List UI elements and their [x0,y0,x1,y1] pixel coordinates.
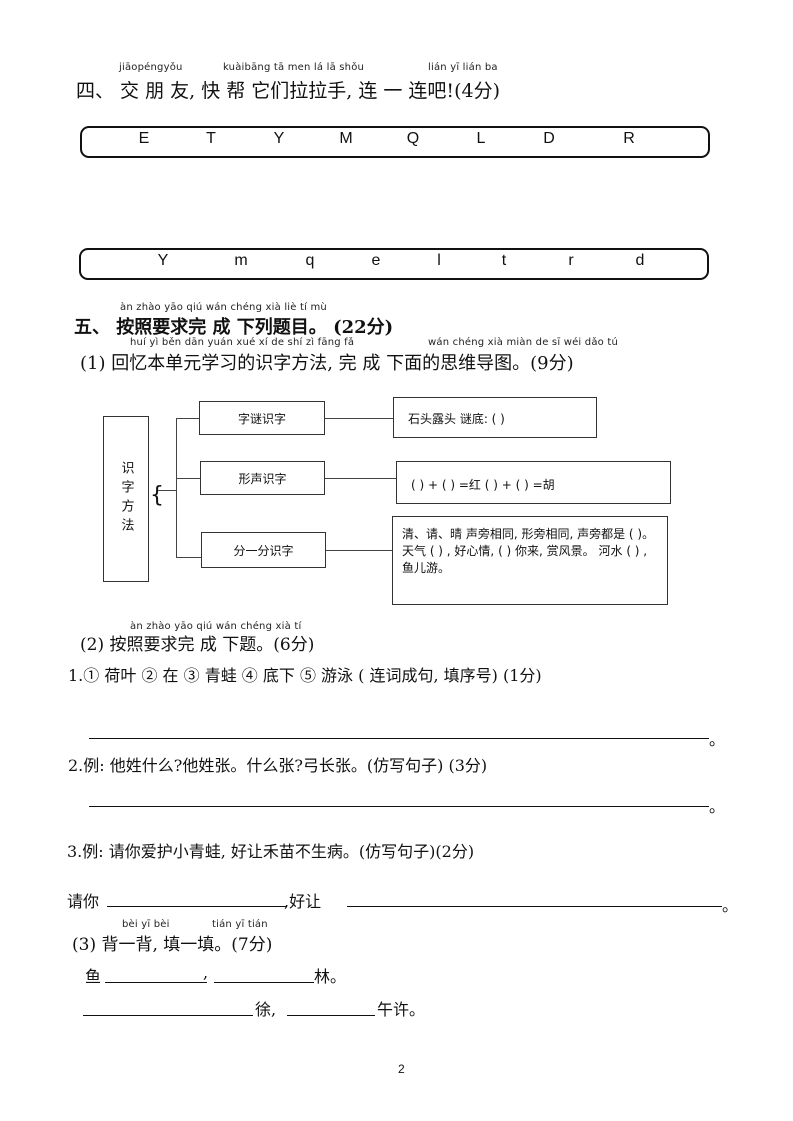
pinyin-line: àn zhào yāo qiú wán chéng xià liè tí mù [120,302,327,313]
connector [325,418,393,419]
pinyin-line: wán chéng xià miàn de sī wéi dǎo tú [428,337,619,348]
answer-line[interactable] [89,738,709,739]
fill-label: 请你 [67,892,100,911]
letter[interactable]: E [138,130,150,147]
letter[interactable]: e [371,252,381,269]
letter[interactable]: D [543,130,555,147]
letter[interactable]: Y [157,252,169,269]
answer-line[interactable] [89,806,709,807]
question-3: 3.例: 请你爱护小青蛙, 好让禾苗不生病。(仿写句子)(2分) [67,842,475,861]
section5-title: 五、 按照要求完 成 下列题目。 (22分) [74,317,394,338]
fill-label: 鱼 [85,967,102,986]
pinyin-line: àn zhào yāo qiú wán chéng xià tí [130,621,302,632]
letter[interactable]: q [305,252,315,269]
part3-title: (3) 背一背, 填一填。(7分) [72,935,273,955]
answer-box[interactable]: 石头露头 谜底: ( ) [393,397,597,438]
letter[interactable]: l [437,252,441,269]
pinyin-line: huí yì běn dān yuán xué xí de shí zì fān… [130,337,355,348]
page-number: 2 [398,1062,405,1076]
letter[interactable]: d [635,252,645,269]
question-2: 2.例: 他姓什么?他姓张。什么张?弓长张。(仿写句子) (3分) [68,756,488,775]
letter[interactable]: m [234,252,248,269]
pinyin-line: kuàibāng tā men lá lā shǒu [223,62,365,73]
period: 。 [709,797,726,816]
connector [176,418,199,419]
connector [326,550,392,551]
pinyin-line: tián yī tián [212,919,268,930]
connector [176,557,201,558]
section4-title: 四、 交 朋 友, 快 帮 它们拉拉手, 连 一 连吧!(4分) [76,80,500,102]
letter[interactable]: T [206,130,216,147]
part1-title: (1) 回忆本单元学习的识字方法, 完 成 下面的思维导图。(9分) [80,353,574,374]
answer-line[interactable] [287,1015,375,1016]
letter[interactable]: Q [406,130,420,147]
connector [176,478,200,479]
letter[interactable]: L [476,130,486,147]
letter[interactable]: r [568,252,574,269]
part2-title: (2) 按照要求完 成 下题。(6分) [80,635,315,655]
period: 。 [709,730,726,749]
answer-line[interactable] [105,982,207,983]
answer-box[interactable]: 清、请、晴 声旁相同, 形旁相同, 声旁都是 ( )。天气 ( ) , 好心情,… [392,516,668,605]
answer-line[interactable] [83,1015,253,1016]
answer-line[interactable] [347,906,722,907]
connector [325,478,396,479]
letter[interactable]: R [623,130,635,147]
period: 。 [722,896,739,915]
pinyin-line: jiāopéngyǒu [119,62,183,73]
mindmap-root: 识字方法 [103,416,149,582]
fill-label: 徐, [255,1000,277,1019]
connector [176,418,177,558]
pinyin-line: bèi yī bèi [122,919,170,930]
letter[interactable]: M [339,130,353,147]
fill-label: 午许。 [377,1000,426,1019]
question-1: 1.① 荷叶 ② 在 ③ 青蛙 ④ 底下 ⑤ 游泳 ( 连词成句, 填序号) (… [68,666,542,685]
mindmap-branch: 字谜识字 [199,401,325,435]
answer-line[interactable] [214,982,314,983]
answer-box[interactable]: ( ) + ( ) =红 ( ) + ( ) =胡 [396,461,671,504]
fill-label: 林。 [314,967,347,986]
fill-label: , [203,963,209,982]
lowercase-letter-box: Y m q e l t r d [79,248,709,280]
pinyin-line: lián yī lián ba [428,62,498,73]
letter[interactable]: t [501,252,507,269]
fill-label: ,好让 [284,892,322,911]
brace-icon: { [150,483,164,508]
connector [158,490,176,491]
mindmap-branch: 分一分识字 [201,532,326,568]
uppercase-letter-box: E T Y M Q L D R [80,126,710,158]
answer-line[interactable] [107,906,287,907]
letter[interactable]: Y [273,130,285,147]
mindmap-branch: 形声识字 [200,461,325,495]
